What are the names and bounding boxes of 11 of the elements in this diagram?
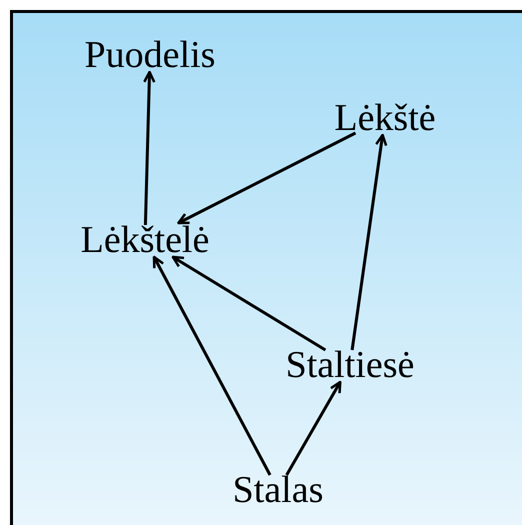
node-label: Lėkštė bbox=[334, 99, 436, 137]
arrow bbox=[285, 380, 342, 476]
node-label: Puodelis bbox=[84, 36, 216, 74]
arrow bbox=[152, 256, 272, 476]
arrow bbox=[143, 70, 156, 226]
node-label: Staltiesė bbox=[286, 346, 414, 384]
node-label: Lėkštelė bbox=[80, 221, 210, 259]
arrow bbox=[350, 134, 388, 350]
arrow bbox=[172, 256, 326, 352]
node-label: Stalas bbox=[232, 471, 324, 509]
arrow bbox=[177, 132, 356, 224]
